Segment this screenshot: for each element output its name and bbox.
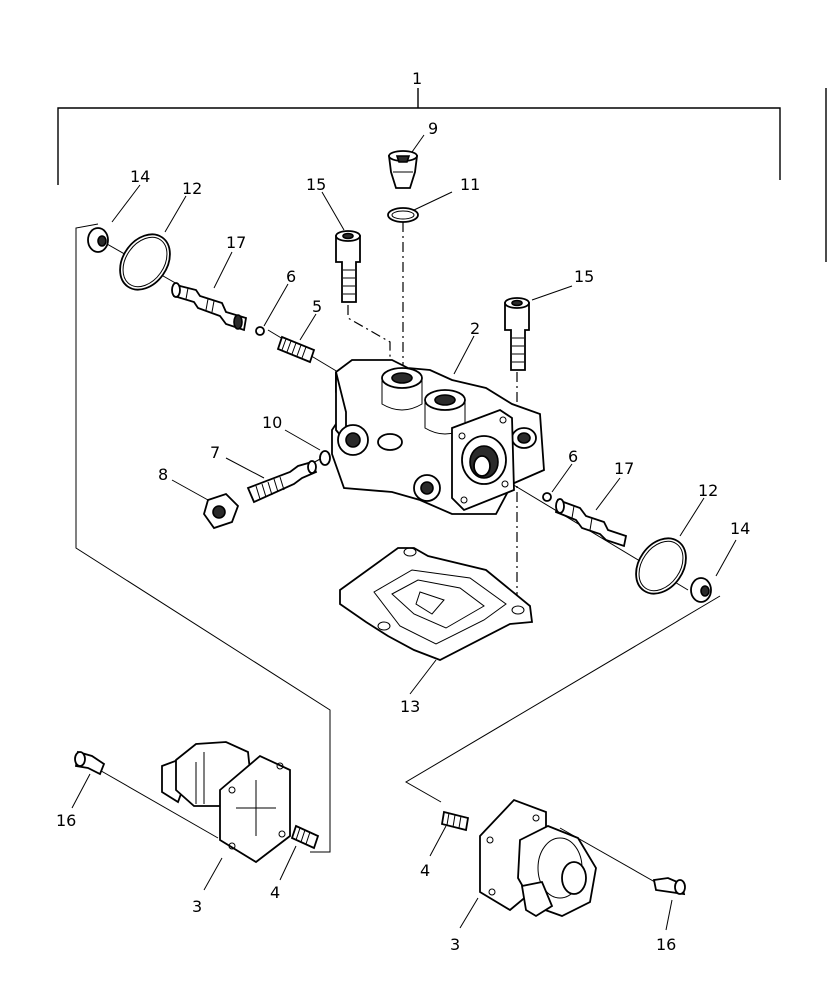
plug-oring (387, 207, 419, 223)
plug-oring-inner (391, 210, 415, 220)
screw-right (652, 877, 686, 896)
leader-lines (71, 134, 737, 931)
spring-upper (276, 335, 316, 364)
callout-16-left: 16 (56, 811, 76, 830)
callout-17-left: 17 (226, 233, 246, 252)
solenoid-right (479, 798, 597, 918)
callout-13: 13 (400, 697, 420, 716)
callout-14-left: 14 (130, 167, 150, 186)
spring-left (290, 824, 320, 850)
oring-right (635, 537, 687, 595)
bolt-right (504, 297, 530, 371)
callout-2: 2 (470, 319, 480, 338)
screw-left (74, 750, 106, 776)
spool-left (171, 282, 248, 332)
callout-4-left: 4 (270, 883, 280, 902)
valve-housing (331, 359, 545, 515)
spring-right (440, 810, 470, 832)
callout-1: 1 (412, 69, 422, 88)
callout-6-right: 6 (568, 447, 578, 466)
callout-12-left: 12 (182, 179, 202, 198)
callout-3-right: 3 (450, 935, 460, 954)
callout-3-left: 3 (192, 897, 202, 916)
callout-16-right: 16 (656, 935, 676, 954)
callout-12-right: 12 (698, 481, 718, 500)
callout-14-right: 14 (730, 519, 750, 538)
assembly-bracket (57, 88, 827, 262)
solenoid-left (161, 741, 291, 864)
callout-4-right: 4 (420, 861, 430, 880)
callout-10: 10 (262, 413, 282, 432)
plug (387, 150, 419, 189)
adjuster-screw (246, 460, 318, 504)
washer-right (690, 577, 712, 603)
oring-left (119, 233, 171, 291)
callout-5: 5 (312, 297, 322, 316)
washer-left (87, 227, 109, 253)
callout-6-left: 6 (286, 267, 296, 286)
callout-9: 9 (428, 119, 438, 138)
callout-15-left: 15 (306, 175, 326, 194)
bolt-left (335, 230, 361, 303)
callout-8: 8 (158, 465, 168, 484)
nut (203, 492, 240, 530)
spool-right (554, 498, 628, 548)
ball-right (542, 492, 552, 502)
callout-labels: 1 2 3 3 4 4 5 6 6 7 8 9 10 11 12 12 13 1… (56, 69, 750, 954)
callout-11: 11 (460, 175, 480, 194)
gasket (339, 547, 534, 661)
callout-17-right: 17 (614, 459, 634, 478)
callout-15-right: 15 (574, 267, 594, 286)
seal-washer (319, 450, 331, 466)
callout-7: 7 (210, 443, 220, 462)
ball-left (255, 326, 265, 336)
